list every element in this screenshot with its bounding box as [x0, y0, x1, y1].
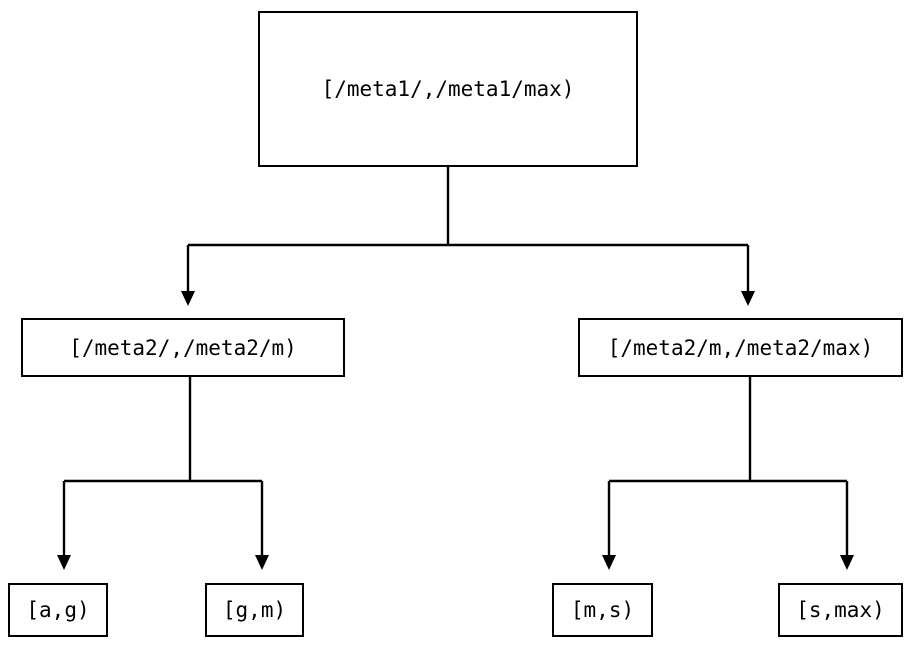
arrowhead-mid-left-to-leaf1	[57, 555, 71, 570]
tree-node-leaf-1-label: [a,g)	[26, 598, 90, 622]
tree-node-mid-left-label: [/meta2/,/meta2/m)	[69, 335, 297, 360]
tree-node-leaf-1[interactable]: [a,g)	[8, 583, 108, 637]
tree-node-leaf-4-label: [s,max)	[796, 598, 885, 622]
tree-node-root-label: [/meta1/,/meta1/max)	[321, 77, 575, 101]
arrowhead-mid-left-to-leaf2	[255, 555, 269, 570]
tree-node-leaf-3-label: [m,s)	[570, 598, 635, 622]
tree-node-root[interactable]: [/meta1/,/meta1/max)	[258, 11, 638, 167]
tree-node-mid-left[interactable]: [/meta2/,/meta2/m)	[21, 318, 345, 377]
tree-node-leaf-4[interactable]: [s,max)	[778, 583, 903, 637]
tree-node-mid-right-label: [/meta2/m,/meta2/max)	[607, 335, 874, 360]
tree-node-leaf-2[interactable]: [g,m)	[205, 583, 304, 637]
arrowhead-root-to-mid-right	[741, 291, 755, 306]
arrowhead-root-to-mid-left	[181, 291, 195, 306]
tree-node-leaf-3[interactable]: [m,s)	[552, 583, 653, 637]
tree-node-mid-right[interactable]: [/meta2/m,/meta2/max)	[578, 318, 903, 377]
arrowhead-mid-right-to-leaf3	[602, 555, 616, 570]
arrowhead-mid-right-to-leaf4	[840, 555, 854, 570]
tree-node-leaf-2-label: [g,m)	[222, 598, 287, 622]
